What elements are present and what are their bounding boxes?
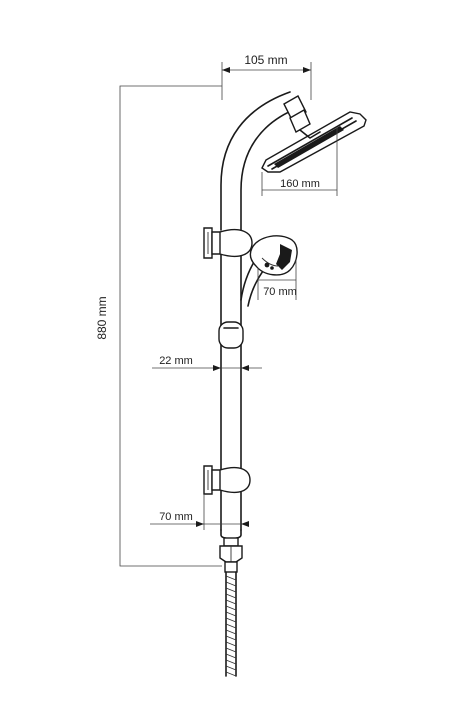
rain-shower-head (261, 95, 367, 173)
hand-shower-dot-2 (270, 266, 274, 270)
reach-arrow-right (303, 67, 311, 73)
offset-arrow-right (241, 521, 249, 527)
rail-curve-inner (240, 107, 299, 233)
hose-connector (219, 537, 243, 573)
reach-label: 105 mm (244, 53, 287, 67)
head-diameter-label: 160 mm (280, 178, 320, 190)
arm-reach-dimension: 105 mm (221, 53, 312, 100)
rail-curve-outer (220, 91, 291, 231)
hose-spiral-windings (225, 575, 237, 677)
rail-arrow-left (213, 365, 221, 371)
wall-offset-dimension: 70 mm (150, 494, 249, 530)
upper-wall-bracket (203, 227, 253, 259)
head-top-detail (299, 129, 321, 139)
head-connector (289, 109, 311, 133)
head-face-line-1 (267, 117, 353, 167)
shower-hose (225, 571, 237, 677)
offset-label: 70 mm (159, 511, 193, 523)
height-dimension: 880 mm (95, 85, 222, 567)
hand-diameter-label: 70 mm (263, 286, 297, 298)
head-diameter-dimension: 160 mm (261, 128, 338, 196)
height-label: 880 mm (95, 296, 109, 339)
upper-bracket-clamp (219, 228, 253, 258)
lower-wall-bracket (203, 465, 251, 495)
rail-arrow-right (241, 365, 249, 371)
rail-diameter-dimension: 22 mm (152, 355, 262, 371)
reach-arrow-left (222, 67, 230, 73)
head-nozzle-band (274, 126, 344, 168)
hand-shower-dimension: 70 mm (257, 258, 297, 300)
connector-nut-top (223, 537, 239, 547)
rail-diameter-label: 22 mm (159, 355, 193, 367)
connector-nut-bottom (224, 561, 238, 573)
hand-shower-dot-1 (264, 262, 270, 268)
offset-arrow-left (196, 521, 204, 527)
hand-shower (240, 235, 298, 307)
lower-bracket-clamp (219, 466, 251, 494)
height-bracket-line (119, 85, 222, 567)
hand-shower-face-detail (261, 257, 279, 267)
slider-body (218, 321, 244, 349)
hand-shower-nozzles (276, 244, 292, 270)
sliding-holder (218, 321, 244, 349)
